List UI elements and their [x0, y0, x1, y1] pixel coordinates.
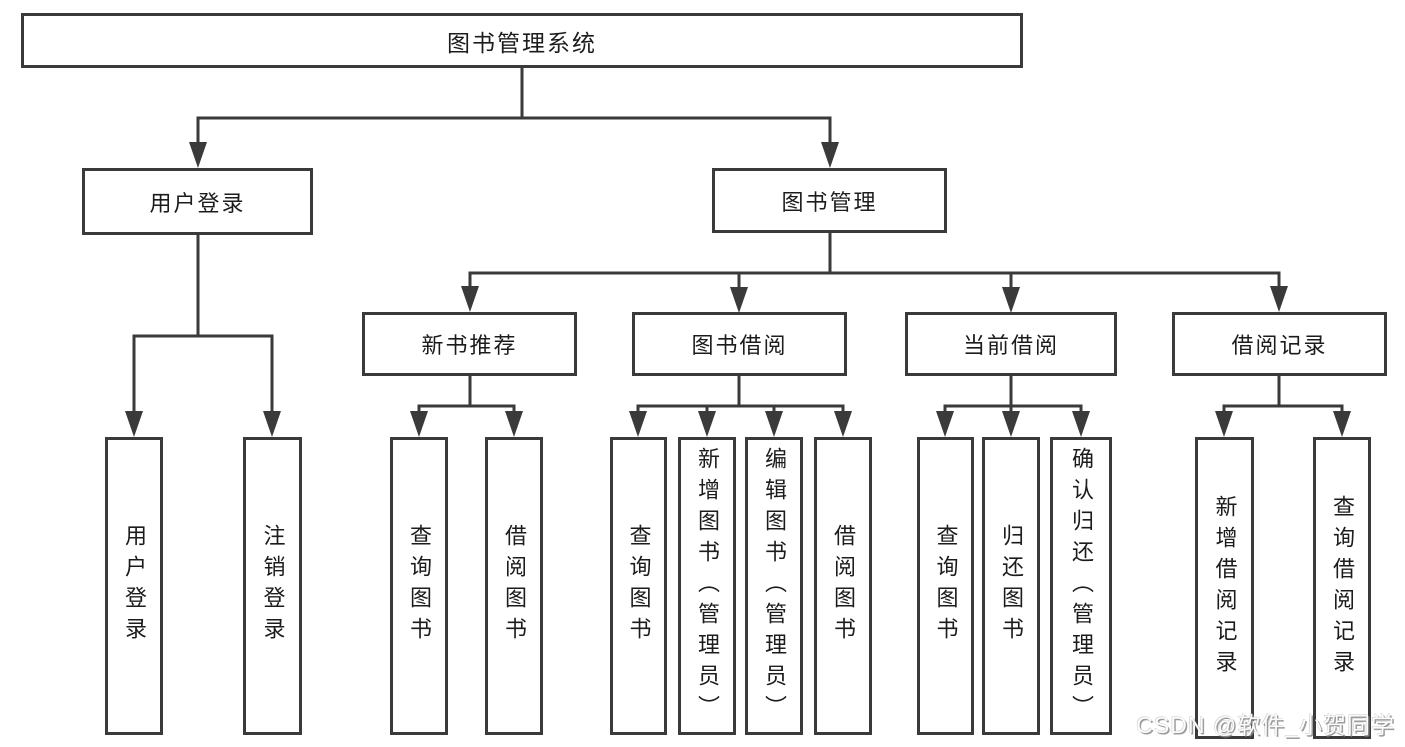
leaf-query-books-recommend: 查询图书: [390, 437, 448, 735]
leaf-label: 归还图书: [999, 524, 1024, 648]
node-user-login-branch: 用户登录: [82, 168, 313, 235]
leaf-label: 新增图书（管理员）: [695, 446, 720, 726]
leaf-user-login: 用户登录: [105, 437, 163, 735]
leaf-edit-books-admin: 编辑图书（管理员）: [745, 437, 803, 735]
node-book-management-branch: 图书管理: [712, 168, 947, 233]
leaf-add-borrow-record: 新增借阅记录: [1195, 437, 1254, 739]
leaf-label: 借阅图书: [831, 524, 856, 648]
leaf-borrow-books: 借阅图书: [814, 437, 872, 735]
leaf-label: 查询图书: [626, 524, 652, 648]
leaf-add-books-admin: 新增图书（管理员）: [678, 437, 736, 735]
leaf-label: 查询图书: [407, 524, 432, 648]
leaf-borrow-books-recommend: 借阅图书: [485, 437, 543, 735]
node-new-book-recommend: 新书推荐: [362, 312, 577, 376]
leaf-logout: 注销登录: [243, 437, 302, 735]
leaf-return-books: 归还图书: [982, 437, 1040, 735]
leaf-query-books-borrowing: 查询图书: [610, 437, 667, 735]
leaf-label: 用户登录: [122, 524, 147, 648]
leaf-label: 确认归还（管理员）: [1069, 446, 1094, 726]
node-book-borrowing: 图书借阅: [632, 312, 847, 376]
node-root: 图书管理系统: [21, 13, 1023, 68]
node-borrowing-records: 借阅记录: [1172, 312, 1387, 376]
leaf-label: 借阅图书: [502, 524, 527, 648]
leaf-query-borrow-record: 查询借阅记录: [1313, 437, 1371, 739]
watermark: CSDN @软件_小贺同学: [1136, 712, 1395, 738]
leaf-label: 查询图书: [933, 524, 959, 648]
leaf-label: 注销登录: [260, 524, 286, 648]
leaf-query-books-current: 查询图书: [917, 437, 974, 735]
leaf-label: 新增借阅记录: [1212, 495, 1238, 681]
arrowheads: [125, 142, 1351, 437]
leaf-confirm-return-admin: 确认归还（管理员）: [1050, 437, 1112, 735]
leaf-label: 编辑图书（管理员）: [762, 446, 787, 726]
node-current-borrowing: 当前借阅: [905, 312, 1117, 376]
leaf-label: 查询借阅记录: [1330, 495, 1355, 681]
